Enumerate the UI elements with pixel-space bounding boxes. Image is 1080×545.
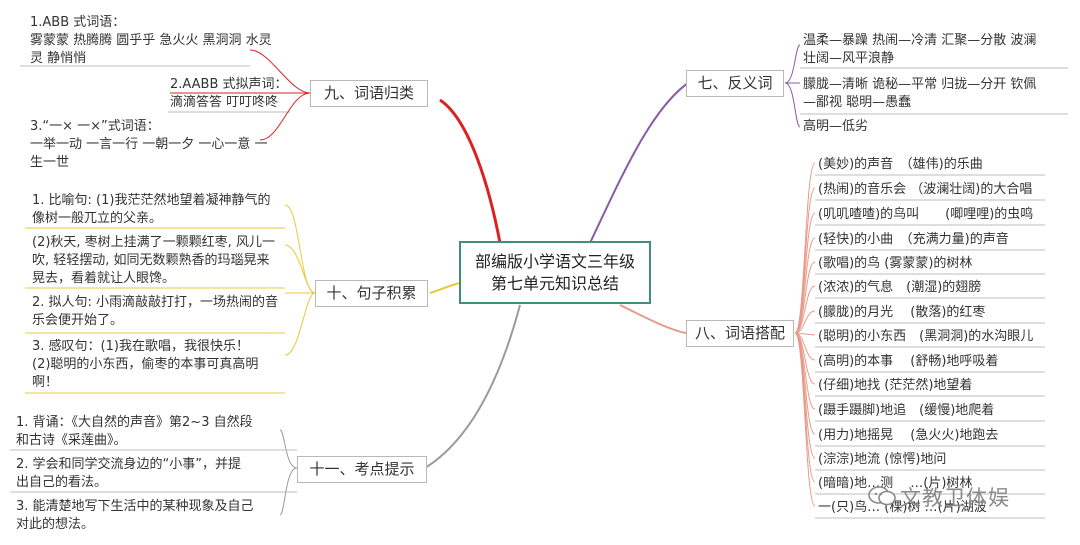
b10-item-2-line: 吹, 轻轻摆动, 如同无数颗熟香的玛瑙晃来 (32, 253, 270, 268)
connector-b9 (439, 98, 502, 244)
b10-item-4[interactable]: 3. 感叹句：(1)我在歌唱，我很快乐！ (2)聪明的小东西，偷枣的本事可真高明… (32, 338, 292, 392)
b9-item-2[interactable]: 2.AABB 式拟声词： 滴滴答答 叮叮咚咚 (170, 76, 300, 112)
b9-item-1-line: 灵 静悄悄 (30, 51, 87, 66)
b10-item-4-line: 3. 感叹句：(1)我在歌唱，我很快乐！ (32, 339, 249, 354)
b10-item-3-line: 2. 拟人句: 小雨滴敲敲打打，一场热闹的音 (32, 295, 279, 310)
b8-item[interactable]: (高明)的本事 (舒畅)地呼吸着 (818, 354, 999, 369)
branch-b9-label: 九、词语归类 (323, 84, 414, 102)
b8-item[interactable]: (聪明)的小东西 (黑洞洞)的水沟眼儿 (818, 329, 1034, 344)
b8-item[interactable]: (美妙)的声音 （雄伟)的乐曲 (818, 157, 983, 172)
b10-item-1[interactable]: 1. 比喻句: (1)我茫茫然地望着凝神静气的 像树一般兀立的父亲。 (32, 192, 292, 228)
b11-item-2[interactable]: 2. 学会和同学交流身边的“小事”，并提 出自己的看法。 (16, 456, 286, 492)
b8-item[interactable]: (淙淙)地流 (惊愕)地问 (818, 452, 947, 467)
b8-underlines (815, 174, 1045, 519)
b8-item[interactable]: (朦胧)的月光 (散落)的红枣 (818, 305, 986, 320)
b8-item[interactable]: (浓浓)的气息 (潮湿)的翅膀 (818, 280, 982, 295)
b8-item[interactable]: 一(只)鸟… (棵)树 …(片)湖波 (818, 500, 987, 515)
b7-item-2[interactable]: 朦胧—清晰 诡秘—平常 归拢—分开 钦佩 —鄙视 聪明—愚蠢 (803, 76, 1071, 112)
b10-item-2-line: (2)秋天, 枣树上挂满了一颗颗红枣, 风儿一 (32, 235, 275, 250)
branch-b11-label: 十一、考点提示 (309, 460, 415, 478)
b9-item-1-line: 1.ABB 式词语： (30, 15, 126, 30)
b11-item-1-line: 和古诗《采莲曲》。 (16, 433, 127, 448)
b9-item-3-line: 一举一动 一言一行 一朝一夕 一心一意 一 (30, 137, 268, 152)
b9-item-1[interactable]: 1.ABB 式词语： 雾蒙蒙 热腾腾 圆乎乎 急火火 黑洞洞 水灵 灵 静悄悄 (30, 14, 295, 68)
b7-item-3[interactable]: 高明—低劣 (803, 118, 1071, 136)
branch-b10-label: 十、句子积累 (326, 284, 417, 302)
b7-item-1-line: 温柔—暴躁 热闹—冷清 汇聚—分散 波澜 (803, 33, 1037, 48)
central-topic-line1: 部编版小学语文三年级 (474, 252, 635, 271)
b7-item-2-line: —鄙视 聪明—愚蠢 (803, 95, 912, 110)
branch-b7-label: 七、反义词 (697, 74, 773, 92)
b8-item[interactable]: (蹑手蹑脚)地追 (缓慢)地爬着 (818, 403, 995, 418)
branch-b7[interactable]: 七、反义词 (686, 70, 784, 97)
b7-item-1-line: 壮阔—风平浪静 (803, 51, 895, 66)
b11-item-1[interactable]: 1. 背诵：《大自然的声音》第2~3 自然段 和古诗《采莲曲》。 (16, 414, 286, 450)
branch-b9[interactable]: 九、词语归类 (310, 80, 428, 107)
central-topic-line2: 第七单元知识总结 (490, 274, 619, 293)
b10-item-2-line: 晃去，看着就让人眼馋。 (32, 271, 176, 286)
chat-bubble-icon (868, 486, 896, 506)
b10-item-1-line: 1. 比喻句: (1)我茫茫然地望着凝神静气的 (32, 193, 271, 208)
b10-item-3-line: 乐会便开始了。 (32, 313, 124, 328)
b8-item[interactable]: (歌唱)的鸟 (雾蒙蒙)的树林 (818, 256, 973, 271)
b8-item[interactable]: (仔细)地找 (茫茫然)地望着 (818, 378, 973, 393)
branch-b8[interactable]: 八、词语搭配 (686, 320, 794, 347)
b9-item-2-line: 滴滴答答 叮叮咚咚 (170, 95, 279, 110)
b10-item-1-line: 像树一般兀立的父亲。 (32, 211, 163, 226)
b8-item[interactable]: (用力)地摇晃 (急火火)地跑去 (818, 428, 999, 443)
b9-item-3[interactable]: 3.“一× 一×”式词语： 一举一动 一言一行 一朝一夕 一心一意 一 生一世 (30, 118, 295, 172)
b11-item-3-line: 3. 能清楚地写下生活中的某种现象及自己 (16, 499, 254, 514)
b7-item-1[interactable]: 温柔—暴躁 热闹—冷清 汇聚—分散 波澜 壮阔—风平浪静 (803, 32, 1071, 68)
b8-fan (794, 162, 816, 507)
connector-b11 (424, 304, 521, 469)
b7-item-3-line: 高明—低劣 (803, 119, 869, 134)
b11-item-1-line: 1. 背诵：《大自然的声音》第2~3 自然段 (16, 415, 253, 430)
b10-item-4-line: (2)聪明的小东西，偷枣的本事可真高明 (32, 357, 259, 372)
b11-item-2-line: 2. 学会和同学交流身边的“小事”，并提 (16, 457, 242, 472)
b10-item-2[interactable]: (2)秋天, 枣树上挂满了一颗颗红枣, 风儿一 吹, 轻轻摆动, 如同无数颗熟香… (32, 234, 292, 288)
b10-item-3[interactable]: 2. 拟人句: 小雨滴敲敲打打，一场热闹的音 乐会便开始了。 (32, 294, 292, 330)
b8-item[interactable]: (暗暗)地…测 …(片)树林 (818, 476, 973, 491)
branch-b11[interactable]: 十一、考点提示 (297, 456, 427, 483)
b10-item-4-line: 啊！ (32, 375, 59, 390)
b8-item[interactable]: (热闹)的音乐会 （波澜壮阔)的大合唱 (818, 182, 1033, 197)
b9-item-3-line: 3.“一× 一×”式词语： (30, 119, 160, 134)
central-topic[interactable]: 部编版小学语文三年级 第七单元知识总结 (459, 241, 651, 304)
branch-b8-label: 八、词语搭配 (694, 324, 785, 342)
watermark-text: 文教卫体娱 (900, 486, 1010, 510)
b8-item[interactable]: (叽叽喳喳)的鸟叫 (唧哩哩)的虫鸣 (818, 207, 1034, 222)
b9-item-2-line: 2.AABB 式拟声词： (170, 77, 288, 92)
b9-item-1-line: 雾蒙蒙 热腾腾 圆乎乎 急火火 黑洞洞 水灵 (30, 33, 272, 48)
connector-b7 (589, 82, 689, 244)
branch-b10[interactable]: 十、句子积累 (315, 280, 428, 307)
b11-item-3[interactable]: 3. 能清楚地写下生活中的某种现象及自己 对此的想法。 (16, 498, 286, 534)
connector-b8 (619, 304, 687, 334)
b11-item-3-line: 对此的想法。 (16, 517, 95, 532)
b8-item[interactable]: (轻快)的小曲 （充满力量)的声音 (818, 232, 1009, 247)
b11-item-2-line: 出自己的看法。 (16, 475, 108, 490)
b7-item-2-line: 朦胧—清晰 诡秘—平常 归拢—分开 钦佩 (803, 77, 1037, 92)
b9-item-3-line: 生一世 (30, 155, 70, 170)
